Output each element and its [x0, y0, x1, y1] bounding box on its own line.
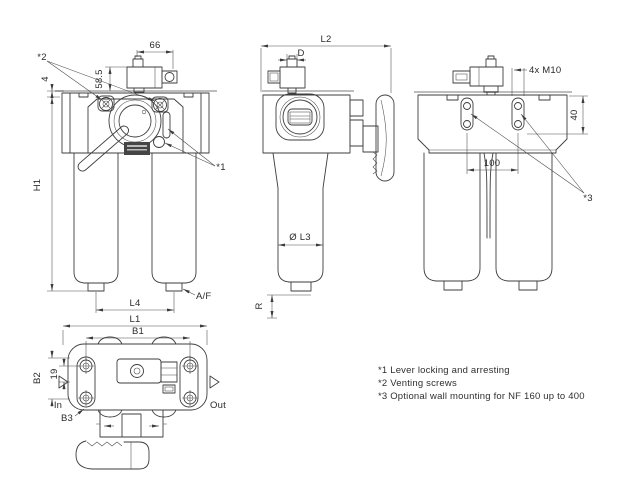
dim-40-label: 40 — [569, 110, 580, 121]
port-in-label: In — [54, 400, 62, 411]
note-1: *1 Lever locking and arresting — [378, 365, 510, 376]
bottom-flange — [67, 336, 208, 418]
bottom-outlet-block — [96, 409, 167, 438]
seal-contour-right — [179, 356, 199, 408]
dim-m10-label: 4x M10 — [529, 65, 561, 76]
lever-arrest-slot — [162, 111, 171, 139]
dim-l2-label: L2 — [321, 34, 332, 45]
bottom-mech — [116, 358, 178, 394]
bolt-hole-br — [182, 390, 198, 406]
front-venting-screw-right — [151, 96, 169, 113]
dim-h1-label: H1 — [32, 179, 43, 192]
seal-contour-left — [76, 356, 96, 408]
rear-head — [417, 94, 568, 154]
label-b3: B3 — [61, 408, 85, 424]
dim-4-label: 4 — [40, 76, 51, 81]
lever-lock-pin — [153, 136, 165, 148]
dim-100-label: 100 — [484, 158, 500, 169]
dim-19-label: 19 — [49, 369, 60, 380]
drain-plug-right — [165, 282, 183, 292]
dim-l2: L2 — [260, 34, 392, 93]
bolt-hole-tr — [182, 358, 198, 374]
rear-bowl-left — [423, 152, 481, 291]
label-af: A/F — [182, 288, 211, 302]
dim-l1-label: L1 — [130, 314, 141, 325]
bottom-handle — [75, 440, 150, 470]
star1-label: *1 — [216, 162, 225, 173]
dim-40: 40 — [527, 95, 588, 135]
dim-m10: 4x M10 — [511, 65, 561, 96]
side-bowl — [272, 152, 329, 292]
drain-plug — [290, 281, 312, 292]
dim-r: R — [254, 294, 311, 319]
rear-bowl-right — [495, 152, 553, 291]
dim-l4-label: L4 — [130, 298, 141, 309]
label-star3: *3 — [470, 113, 592, 204]
drain-plug-right — [518, 280, 538, 291]
dim-66: 66 — [136, 40, 174, 69]
front-bowl-left — [73, 152, 119, 292]
front-venting-screw-left — [97, 95, 115, 112]
front-lever-boss — [77, 94, 162, 172]
dim-l1: L1 — [62, 314, 208, 345]
dim-b3-label: B3 — [61, 413, 73, 424]
dim-19: 19 — [49, 358, 79, 390]
mounting-slot-right — [511, 97, 525, 131]
dim-r-label: R — [254, 302, 265, 309]
note-3: *3 Optional wall mounting for NF 160 up … — [378, 391, 585, 402]
dim-58-5-label: 58.5 — [94, 69, 105, 88]
bolt-hole-tl — [78, 358, 94, 374]
side-vent-valve — [267, 55, 306, 94]
dim-58-5: 58.5 — [94, 66, 127, 91]
dim-b2-label: B2 — [32, 372, 43, 384]
side-head — [262, 93, 364, 154]
rear-view: 4x M10 40 100 *3 — [414, 55, 592, 291]
dim-100: 100 — [466, 133, 519, 174]
dim-b1-label: B1 — [132, 326, 144, 337]
dim-d-label: D — [297, 48, 304, 59]
side-handle — [362, 94, 395, 182]
star2-label: *2 — [37, 52, 46, 63]
star3-label: *3 — [583, 193, 592, 204]
label-star1: *1 — [164, 128, 225, 173]
drain-plug-left — [443, 280, 463, 291]
front-view: 66 58.5 4 H1 *2 *1 A/F — [32, 40, 225, 313]
dim-b1: B1 — [85, 326, 191, 360]
changeover-lever — [77, 125, 130, 172]
af-label: A/F — [196, 291, 211, 302]
dim-l3-label: Ø L3 — [289, 232, 310, 243]
bottom-view: L1 B1 — [32, 314, 226, 470]
rear-vent-valve — [452, 55, 504, 96]
label-star2: *2 — [37, 52, 156, 102]
front-vent-valve — [126, 55, 178, 93]
dim-66-label: 66 — [150, 40, 161, 51]
dim-l3: Ø L3 — [278, 232, 323, 247]
flow-arrow-out — [209, 375, 220, 389]
side-view: L2 D Ø L3 R — [254, 34, 395, 319]
dim-h1: H1 — [32, 91, 90, 292]
center-post — [483, 152, 494, 239]
dim-l4: L4 — [95, 292, 175, 313]
front-bowl-right — [151, 152, 197, 292]
notes: *1 Lever locking and arresting *2 Ventin… — [378, 365, 585, 402]
bolt-hole-bl — [78, 390, 94, 406]
drain-plug-left — [87, 282, 105, 292]
port-out-label: Out — [210, 400, 226, 411]
dim-d: D — [278, 48, 306, 64]
dim-b2: B2 — [32, 350, 70, 407]
note-2: *2 Venting screws — [378, 378, 457, 389]
front-nameplate — [124, 142, 150, 155]
